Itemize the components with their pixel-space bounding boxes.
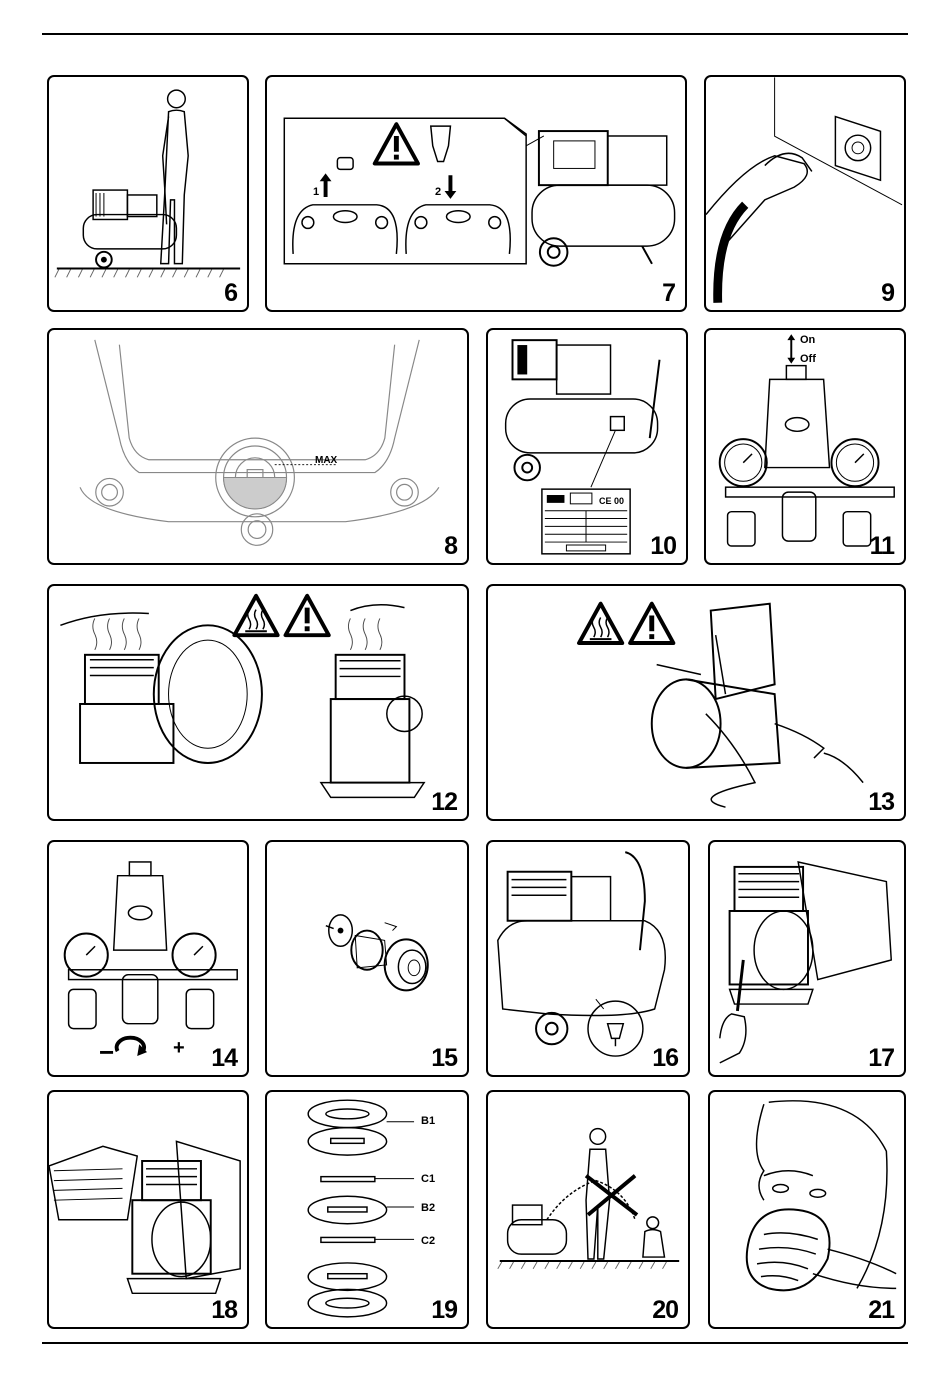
plug-into-socket-illustration [706,77,904,310]
part-b2-label: B2 [421,1203,435,1214]
figure-9: 9 [704,75,906,312]
cleaning-pump-illustration [49,1092,247,1327]
figure-19: B1 C1 B2 C2 19 [265,1090,469,1329]
figure-12: 12 [47,584,469,821]
part-b1-label: B1 [421,1116,435,1127]
no-spraying-people-illustration [488,1092,688,1327]
warning-triangle-icon [286,596,329,635]
warning-triangle-icon [630,604,673,643]
figure-number: 9 [881,281,894,306]
figure-10: CE 00 10 [486,328,688,565]
warning-triangle-icon [375,124,418,163]
figure-6: 6 [47,75,249,312]
figure-20: 20 [486,1090,690,1329]
respirator-mask-illustration [710,1092,904,1327]
pressure-regulator-adjust-illustration [49,842,247,1075]
step-2-label: 2 [435,187,441,198]
figure-number: 8 [444,534,457,559]
figure-15: 15 [265,840,469,1077]
top-rule [42,33,908,35]
figure-number: 21 [868,1298,894,1323]
part-c1-label: C1 [421,1174,435,1185]
bottom-rule [42,1342,908,1344]
person-lifting-compressor-illustration [49,77,247,310]
figure-17: 17 [708,840,906,1077]
part-c2-label: C2 [421,1236,435,1247]
figure-number: 17 [868,1046,894,1071]
figure-number: 18 [211,1298,237,1323]
figure-number: 20 [652,1298,678,1323]
valve-plate-exploded-view-illustration [267,1092,467,1327]
figure-11: On Off 11 [704,328,906,565]
hot-pump-warning-illustration [49,586,467,819]
figure-number: 7 [662,281,675,306]
max-level-label: MAX [315,456,337,466]
ce-mark-label: CE 00 [599,497,624,506]
figure-13: 13 [486,584,906,821]
off-label: Off [800,354,816,365]
tank-drain-valve-illustration [488,842,688,1075]
figure-8: MAX 8 [47,328,469,565]
figure-21: 21 [708,1090,906,1329]
hot-surface-icon [234,596,277,635]
pressure-gauge-icon [720,439,767,486]
figure-number: 11 [870,534,894,559]
figure-14: − + 14 [47,840,249,1077]
figure-number: 15 [431,1046,457,1071]
oil-plug-replacement-illustration [267,77,685,310]
figure-number: 16 [652,1046,678,1071]
figure-7: 1 2 7 [265,75,687,312]
bolt-tightening-illustration [710,842,904,1075]
figure-16: 16 [486,840,690,1077]
on-label: On [800,335,815,346]
figure-number: 13 [868,790,894,815]
pressure-gauge-icon [831,439,878,486]
increase-symbol: + [173,1038,185,1058]
figure-number: 6 [224,281,237,306]
figure-18: 18 [47,1090,249,1329]
air-filter-parts-illustration [267,842,467,1075]
figure-number: 12 [431,790,457,815]
unplug-before-maintenance-illustration [488,586,904,819]
compressor-rating-plate-illustration [488,330,686,563]
hot-surface-icon [579,604,622,643]
prohibited-cross-icon [586,1176,637,1215]
decrease-symbol: − [99,1039,114,1065]
step-1-label: 1 [313,187,319,198]
figure-number: 10 [650,534,676,559]
figure-number: 14 [211,1046,237,1071]
oil-level-sight-glass-illustration [49,330,467,563]
figure-number: 19 [431,1298,457,1323]
